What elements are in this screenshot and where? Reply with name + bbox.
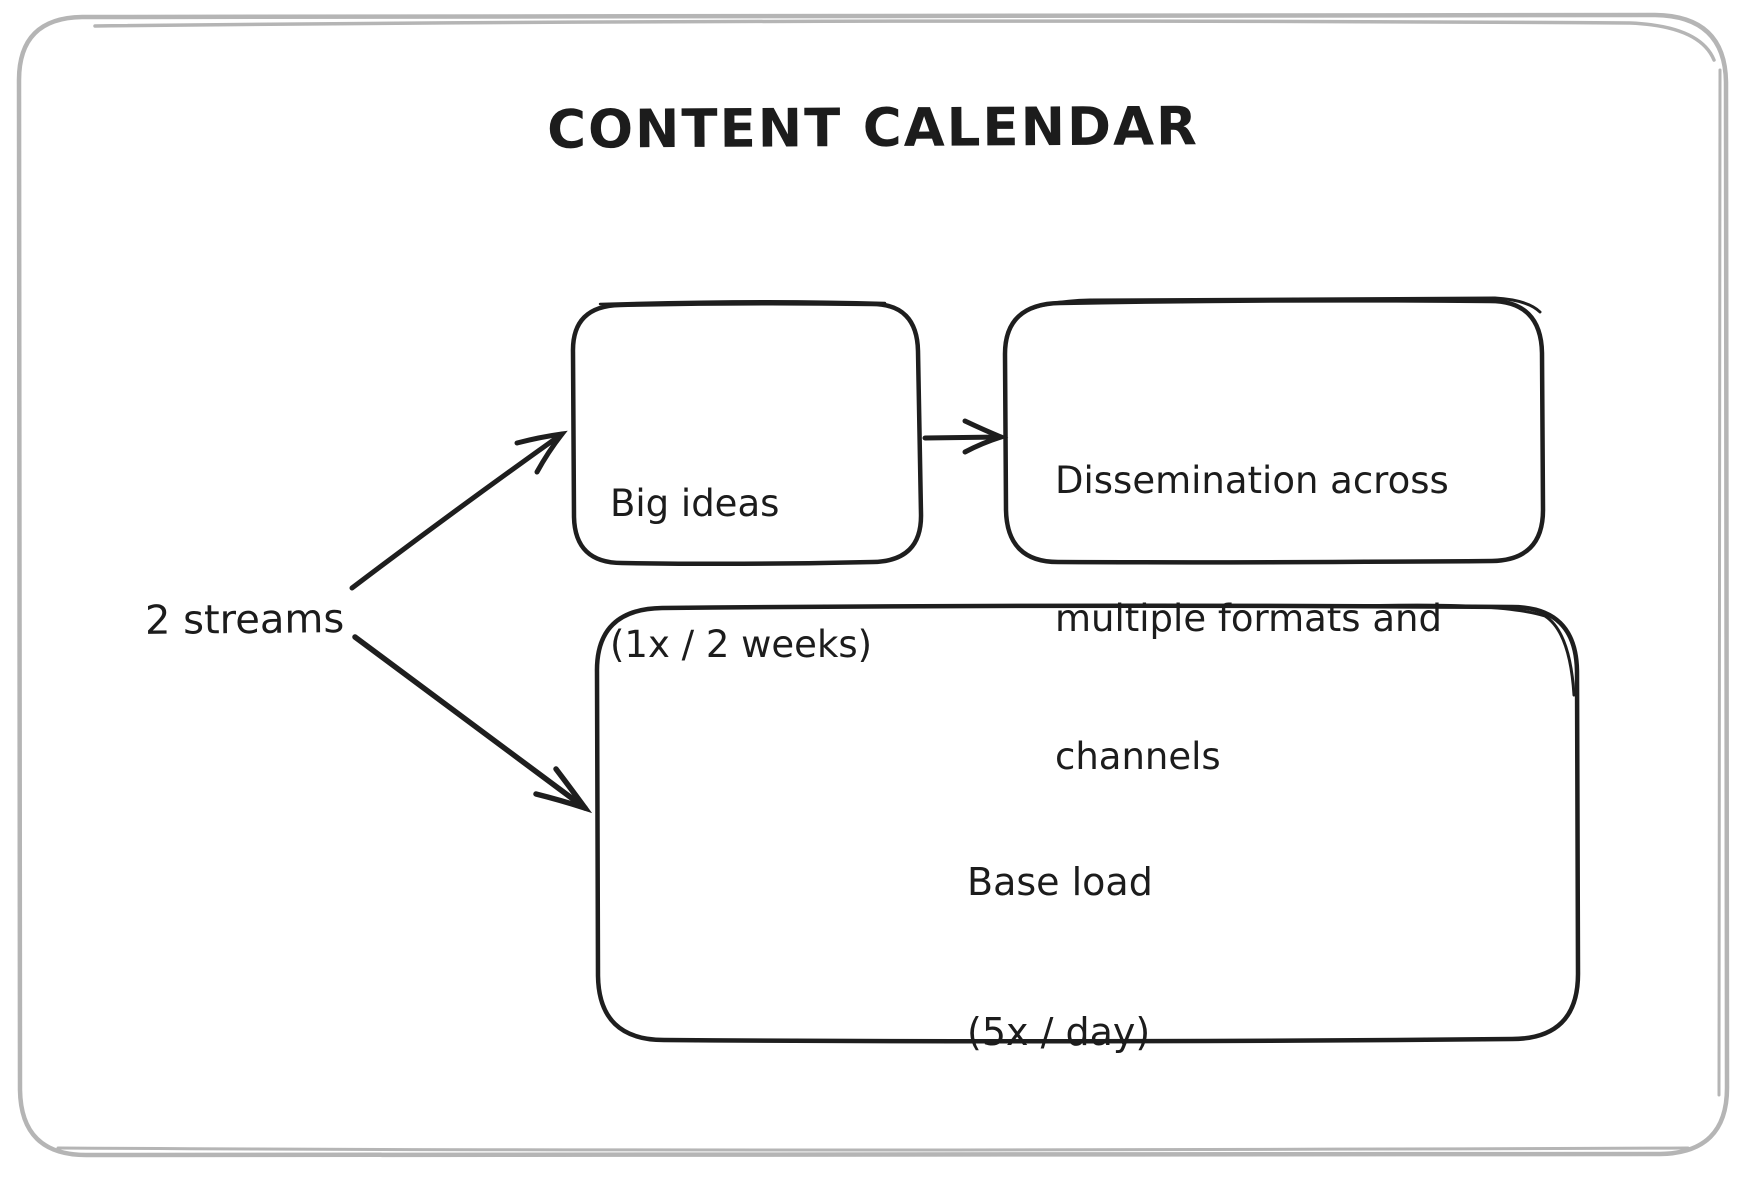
big-ideas-box[interactable] <box>570 299 924 567</box>
streams-label[interactable]: 2 streams <box>144 596 345 644</box>
dissemination-label[interactable]: Dissemination across multiple formats an… <box>1055 366 1449 872</box>
base-load-line-2: (5x / day) <box>967 1010 1151 1054</box>
base-load-line-1: Base load <box>967 860 1153 904</box>
arrow-streams-to-base-load[interactable] <box>352 634 593 814</box>
dissemination-line-2: multiple formats and <box>1055 597 1442 640</box>
dissemination-box[interactable] <box>1002 296 1546 565</box>
outer-frame <box>16 12 1730 1158</box>
big-ideas-line-2: (1x / 2 weeks) <box>610 623 873 666</box>
big-ideas-label[interactable]: Big ideas (1x / 2 weeks) <box>610 386 872 762</box>
arrow-big-ideas-to-dissemination[interactable] <box>922 418 1009 455</box>
base-load-label[interactable]: Base load (5x / day) <box>967 757 1153 1157</box>
diagram-title: CONTENT CALENDAR <box>546 96 1199 161</box>
dissemination-line-3: channels <box>1055 735 1221 778</box>
big-ideas-line-1: Big ideas <box>610 482 780 525</box>
dissemination-line-1: Dissemination across <box>1055 459 1449 502</box>
base-load-box[interactable] <box>594 603 1581 1044</box>
arrow-streams-to-big-ideas[interactable] <box>349 430 568 591</box>
